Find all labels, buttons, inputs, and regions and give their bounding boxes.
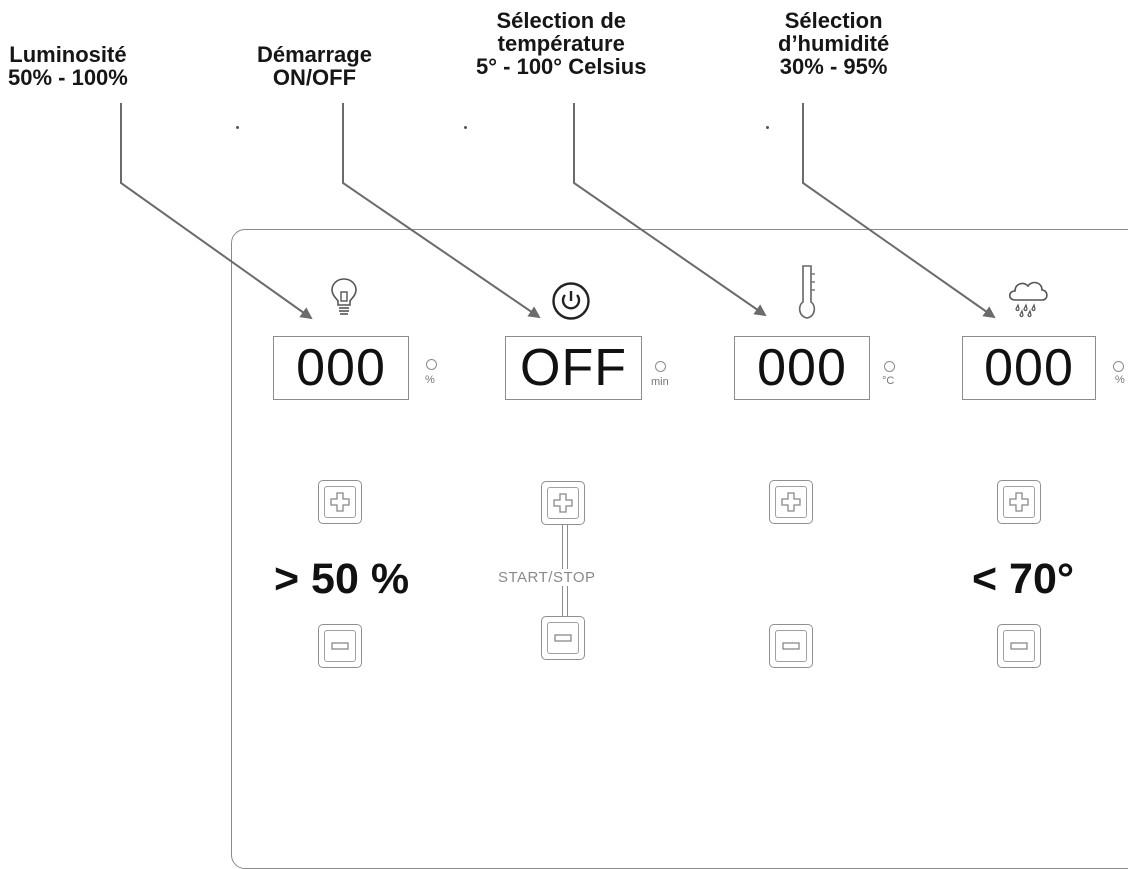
start-stop-label: START/STOP xyxy=(496,569,598,586)
callout-humidity: Sélection d’humidité 30% - 95% xyxy=(778,9,889,78)
callout-brightness-title: Luminosité xyxy=(9,42,127,67)
leader-line-temperature xyxy=(573,103,767,317)
rain-cloud-icon xyxy=(1008,281,1048,318)
temperature-plus-button[interactable] xyxy=(769,480,813,524)
temperature-display: 000 xyxy=(734,336,870,400)
plus-icon xyxy=(330,492,350,512)
stray-dot xyxy=(766,126,769,129)
callout-temperature-title-2: température xyxy=(497,31,625,56)
callout-brightness: Luminosité 50% - 100% xyxy=(8,43,128,89)
leader-line-brightness xyxy=(120,103,313,320)
humidity-minus-button[interactable] xyxy=(997,624,1041,668)
callout-power-title: Démarrage xyxy=(257,42,372,67)
callout-temperature-range: 5° - 100° Celsius xyxy=(476,54,647,79)
humidity-display: 000 xyxy=(962,336,1096,400)
callout-humidity-range: 30% - 95% xyxy=(779,54,888,79)
lightbulb-icon xyxy=(331,278,357,315)
minus-icon xyxy=(554,634,572,642)
thermometer-icon xyxy=(798,265,816,319)
minus-icon xyxy=(331,642,349,650)
minus-icon xyxy=(782,642,800,650)
callout-power-range: ON/OFF xyxy=(272,65,357,90)
callout-temperature-title: Sélection de xyxy=(496,8,627,33)
brightness-indicator-led xyxy=(426,359,437,370)
stray-dot xyxy=(236,126,239,129)
power-indicator-led xyxy=(655,361,666,372)
brightness-plus-button[interactable] xyxy=(318,480,362,524)
stray-dot xyxy=(464,126,467,129)
power-plus-button[interactable] xyxy=(541,481,585,525)
minus-icon xyxy=(1010,642,1028,650)
plus-icon xyxy=(1009,492,1029,512)
control-panel xyxy=(231,229,1128,869)
power-icon xyxy=(552,282,590,320)
brightness-minus-button[interactable] xyxy=(318,624,362,668)
plus-icon xyxy=(553,493,573,513)
callout-brightness-range: 50% - 100% xyxy=(8,65,128,90)
callout-temperature: Sélection de température 5° - 100° Celsi… xyxy=(476,9,646,78)
temperature-indicator-led xyxy=(884,361,895,372)
humidity-plus-button[interactable] xyxy=(997,480,1041,524)
leader-line-humidity xyxy=(802,103,996,319)
humidity-threshold-note: < 70° xyxy=(972,555,1075,603)
plus-icon xyxy=(781,492,801,512)
callout-humidity-title: Sélection xyxy=(784,8,883,33)
power-display: OFF xyxy=(505,336,642,400)
callout-humidity-title-2: d’humidité xyxy=(778,31,890,56)
temperature-minus-button[interactable] xyxy=(769,624,813,668)
callout-leader-lines xyxy=(120,103,996,320)
power-unit-label: min xyxy=(651,376,669,388)
temperature-unit-label: °C xyxy=(882,375,895,387)
leader-line-power xyxy=(342,103,541,319)
brightness-display: 000 xyxy=(273,336,409,400)
humidity-indicator-led xyxy=(1113,361,1124,372)
callout-power: Démarrage ON/OFF xyxy=(257,43,372,89)
brightness-threshold-note: > 50 % xyxy=(274,555,410,603)
power-minus-button[interactable] xyxy=(541,616,585,660)
brightness-unit-label: % xyxy=(425,374,435,386)
humidity-unit-label: % xyxy=(1115,374,1125,386)
